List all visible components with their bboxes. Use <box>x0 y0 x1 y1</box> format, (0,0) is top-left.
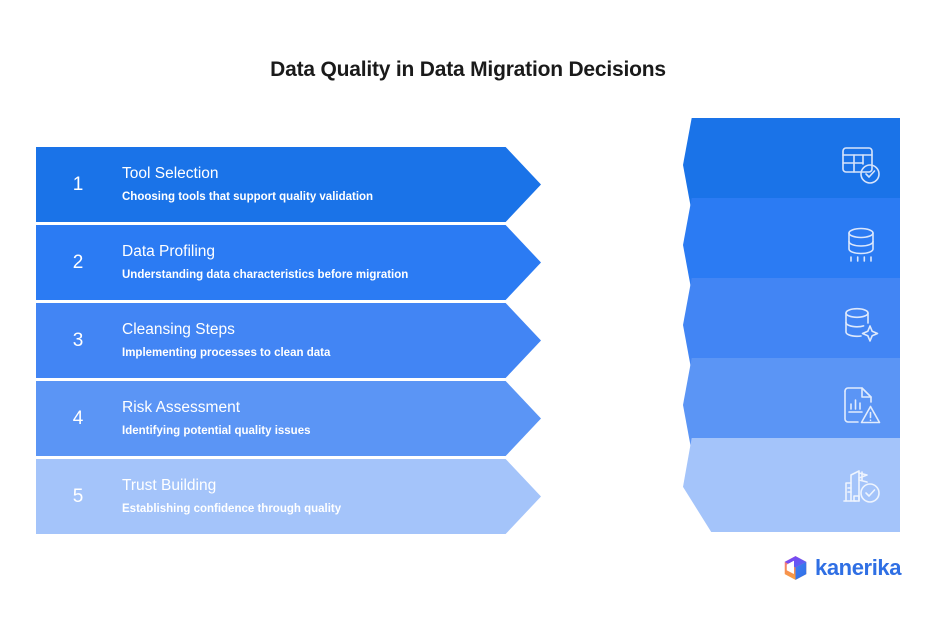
step-number: 5 <box>72 485 84 507</box>
step-text-block: Trust Building Establishing confidence t… <box>122 459 341 534</box>
icon-band-5 <box>683 438 900 532</box>
step-title: Data Profiling <box>122 243 216 261</box>
report-warning-icon <box>838 382 884 428</box>
page-title: Data Quality in Data Migration Decisions <box>270 58 666 81</box>
step-title: Risk Assessment <box>122 399 241 417</box>
step-subtitle: Understanding data characteristics befor… <box>122 268 409 281</box>
step-number: 3 <box>72 329 84 351</box>
database-scan-icon <box>838 222 884 268</box>
icon-bands <box>683 118 900 535</box>
step-title: Tool Selection <box>122 165 219 183</box>
database-sparkle-icon <box>838 302 884 348</box>
step-row-5: 5 Trust Building Establishing confidence… <box>36 459 541 534</box>
step-row-3: 3 Cleansing Steps Implementing processes… <box>36 303 541 378</box>
step-title: Trust Building <box>122 477 217 495</box>
logo-wordmark: kanerika <box>815 555 902 580</box>
step-text-block: Data Profiling Understanding data charac… <box>122 225 408 300</box>
step-row-1: 1 Tool Selection Choosing tools that sup… <box>36 147 541 222</box>
step-title: Cleansing Steps <box>122 321 235 339</box>
icon-band-1 <box>683 118 900 212</box>
icon-band-2 <box>683 198 900 292</box>
step-subtitle: Establishing confidence through quality <box>122 502 342 515</box>
kanerika-logo: kanerika <box>783 555 901 581</box>
building-check-icon <box>838 462 884 508</box>
icon-band-3 <box>683 278 900 372</box>
step-text-block: Cleansing Steps Implementing processes t… <box>122 303 330 378</box>
step-row-2: 2 Data Profiling Understanding data char… <box>36 225 541 300</box>
step-text-block: Risk Assessment Identifying potential qu… <box>122 381 311 456</box>
step-subtitle: Implementing processes to clean data <box>122 346 331 359</box>
cube-logo-icon <box>783 555 808 581</box>
step-text-block: Tool Selection Choosing tools that suppo… <box>122 147 373 222</box>
icon-band-4 <box>683 358 900 452</box>
step-number: 1 <box>72 173 84 195</box>
step-row-4: 4 Risk Assessment Identifying potential … <box>36 381 541 456</box>
step-number: 4 <box>72 407 84 429</box>
step-subtitle: Choosing tools that support quality vali… <box>122 190 374 203</box>
steps-list: 1 Tool Selection Choosing tools that sup… <box>36 147 541 535</box>
step-subtitle: Identifying potential quality issues <box>122 424 311 437</box>
step-number: 2 <box>72 251 84 273</box>
table-check-icon <box>838 142 884 188</box>
